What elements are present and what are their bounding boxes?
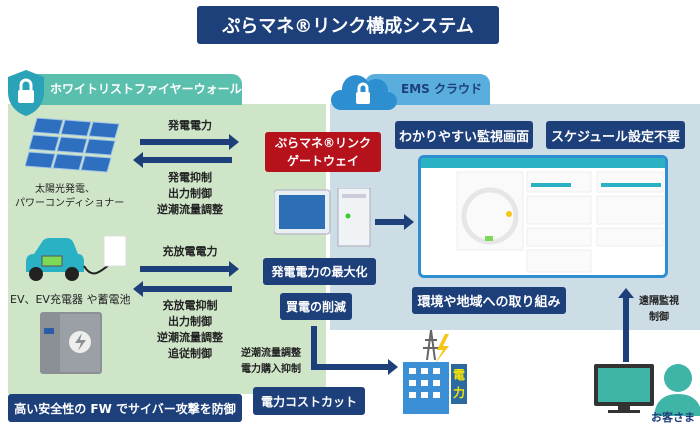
dashboard-screenshot [418,155,668,278]
power-company-icon: 電力 [403,330,473,416]
feature-no-schedule: スケジュール設定不要 [546,121,685,149]
gateway-pc-icon [274,188,371,247]
ev-car-charger-icon [26,235,127,281]
benefit-reduce-purchase: 買電の削減 [280,293,352,320]
gateway-box: ぷらマネ®リンクゲートウェイ [265,132,381,172]
remote-arrow [623,296,629,362]
customer-monitor-icon [594,364,700,416]
arrow-right [140,134,239,150]
feature-easy-monitoring: わかりやすい監視画面 [395,121,533,149]
dashboard-widgets [456,171,664,273]
shield-lock-icon [8,70,44,116]
firewall-label: ホワイトリストファイヤーウォール [50,82,242,96]
firewall-feature: 高い安全性の FW でサイバー攻撃を防御 [8,394,242,422]
arrow-up-icon [618,288,634,298]
remote-label: 遠隔監視制御 [639,296,679,323]
arrow-to-utility [311,359,398,375]
solar-power-label: 発電電力 [168,119,212,132]
solar-controls: 発電抑制出力制御逆潮流量調整 [157,171,223,216]
firewall-tab: ホワイトリストファイヤーウォール [20,74,242,105]
ev-power-label: 充放電電力 [162,245,218,258]
solar-label: 太陽光発電、パワーコンディショナー [15,184,125,209]
connector-line [311,326,317,368]
utility-controls: 逆潮流量調整電力購入抑制 [241,348,301,375]
page-title: ぷらマネ®リンク構成システム [197,6,499,44]
arrow-to-cloud [375,214,414,230]
feature-environment: 環境や地域への取り組み [412,287,566,314]
arrow-left [133,152,232,168]
customer-label: お客さま [651,411,695,424]
ev-label: EV、EV充電器 や蓄電池 [10,293,131,306]
arrow-right [140,261,239,277]
cloud-label: EMS クラウド [401,82,482,96]
ev-controls: 充放電抑制出力制御逆潮流量調整追従制御 [157,299,223,360]
benefit-maximize: 発電電力の最大化 [263,258,376,285]
building-icon [403,330,467,414]
arrow-left [133,281,232,297]
cloud-lock-icon [330,75,397,110]
power-sign: 電力 [452,368,465,400]
storage-battery-icon [40,312,102,374]
dashboard-header [421,158,665,168]
solar-panel-icon [25,118,120,173]
benefit-cost-cut: 電力コストカット [253,387,365,415]
